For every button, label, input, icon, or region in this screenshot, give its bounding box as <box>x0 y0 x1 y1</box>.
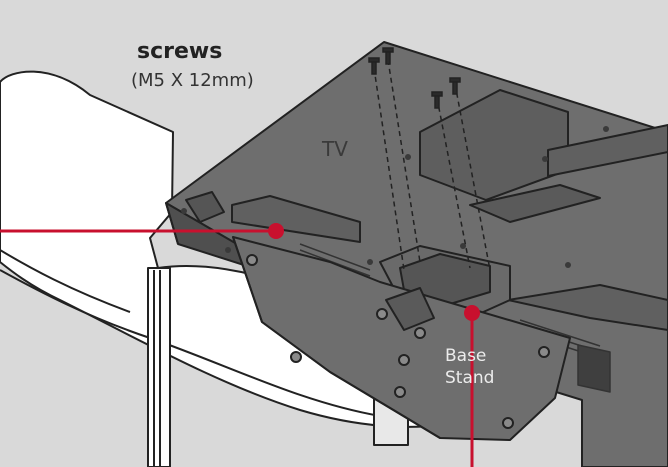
base-stand-label-line2: Stand <box>445 368 495 388</box>
screws-label: screws <box>137 39 223 64</box>
callout-bottom <box>464 305 480 467</box>
callout-left <box>0 223 284 239</box>
callout-dot-bottom <box>464 305 480 321</box>
screws <box>368 47 491 271</box>
base-stand-label-line1: Base <box>445 346 487 366</box>
base-stand-plate <box>232 236 571 441</box>
screws-spec-label: (M5 X 12mm) <box>131 70 254 91</box>
base-stand-label: Base Stand <box>445 345 494 389</box>
tv-label: TV <box>322 137 348 161</box>
callout-dot-left <box>268 223 284 239</box>
